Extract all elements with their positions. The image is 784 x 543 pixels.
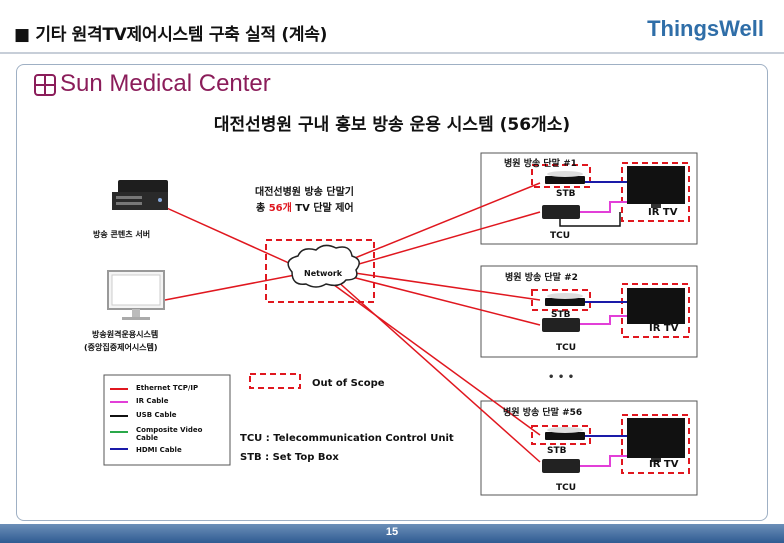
out-of-scope-tv-1 [621,162,690,222]
monitor-icon [107,270,165,320]
tcu-label-56: TCU [556,483,577,493]
definition-stb: STB : Set Top Box [240,452,339,463]
tcu-label-2: TCU [556,343,577,353]
page-number: 15 [385,526,399,538]
out-of-scope-stb-2 [531,289,591,311]
slide-title: ■ 기타 원격TV제어시스템 구축 실적 (계속) [14,25,328,45]
legend-ir: IR Cable [136,397,169,405]
stb-label-2: STB [551,310,571,320]
tcu-label-1: TCU [550,231,571,241]
terminal-title-2: 병원 방송 단말 #2 [505,273,578,283]
title-divider [0,52,784,54]
sun-medical-logo-icon [34,74,56,96]
out-of-scope-label: Out of Scope [312,378,385,389]
out-of-scope-tv-56 [621,414,690,474]
company-logo: ThingsWell [647,16,764,41]
terminal-count: 56개 [268,203,292,214]
client-logo-text: Sun Medical Center [60,70,271,97]
terminal-title-1: 병원 방송 단말 #1 [504,159,577,169]
terminal-box-1 [480,152,698,245]
legend-hdmi: HDMI Cable [136,446,182,454]
ellipsis: • • • [548,372,575,383]
terminal-box-2 [480,265,698,358]
ops-system-label: 방송원격운용시스템 [92,330,159,339]
terminal-box-56 [480,400,698,496]
terminal-title-56: 병원 방송 단말 #56 [503,408,583,418]
terminal-devices-2 [542,288,685,332]
terminal-devices-56 [542,418,685,473]
ops-system-sublabel: (중앙집중제어시스템) [84,343,158,352]
network-label: Network [304,269,343,278]
out-of-scope-network [265,239,375,303]
network-cloud-icon [287,244,360,288]
tv-label-2: IR TV [649,323,679,334]
server-icon [112,180,168,210]
stb-label-1: STB [556,189,576,199]
server-label: 방송 콘텐츠 서버 [93,230,151,239]
diagram-title: 대전선병원 구내 홍보 방송 운용 시스템 (56개소) [213,115,571,135]
tv-label-56: IR TV [649,459,679,470]
legend-usb: USB Cable [136,411,177,419]
legend-composite: Composite Video Cable [136,426,203,442]
terminal-devices-1 [542,166,685,227]
out-of-scope-tv-2 [621,283,690,338]
legend-ethernet: Ethernet TCP/IP [136,384,199,392]
definition-tcu: TCU : Telecommunication Control Unit [240,433,454,444]
stb-label-56: STB [547,446,567,456]
tv-label-1: IR TV [648,207,678,218]
footer-band [0,524,784,543]
out-of-scope-legend-box [249,373,301,389]
out-of-scope-stb-56 [531,425,591,445]
summary-line-2: 총 56개 TV 단말 제어 [256,203,354,214]
summary-line-1: 대전선병원 방송 단말기 [255,187,354,198]
